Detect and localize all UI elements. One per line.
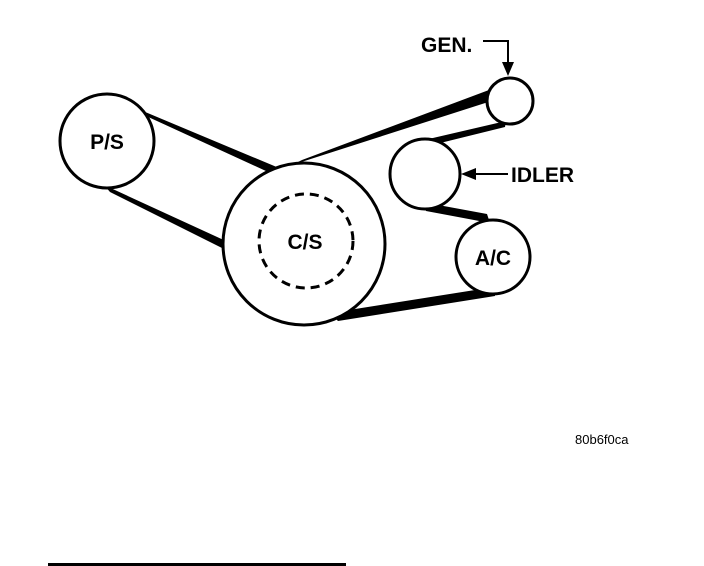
pulley-power-steering: P/S [58, 92, 156, 190]
ac-label: A/C [475, 247, 511, 270]
cs-label: C/S [287, 231, 322, 254]
cutoff-caption-fragment [48, 563, 346, 566]
ac-pulley-circle [454, 218, 532, 296]
gen-label: GEN. [421, 34, 472, 57]
belt-segment-gen-idler [420, 121, 506, 147]
ps-pulley-circle [58, 92, 156, 190]
figure-code: 80b6f0ca [575, 432, 629, 447]
belt-segment-cs-gen [292, 84, 510, 165]
pulley-idler [388, 137, 462, 211]
gen-callout: GEN. [421, 34, 514, 76]
idler-arrowhead-icon [461, 168, 476, 180]
ps-label: P/S [90, 131, 124, 154]
gen-pulley-circle [485, 76, 535, 126]
gen-leader-line [483, 40, 509, 64]
pulley-crankshaft: C/S [221, 161, 387, 327]
belt-segment-ac-cs [330, 287, 495, 321]
pulley-generator [485, 76, 535, 126]
cs-hub-dashed-circle [257, 192, 355, 290]
idler-pulley-circle [388, 137, 462, 211]
cs-pulley-circle [221, 161, 387, 327]
pulley-air-conditioning: A/C [454, 218, 532, 296]
idler-callout: IDLER [461, 164, 574, 187]
idler-label: IDLER [511, 164, 574, 187]
gen-arrowhead-icon [502, 62, 514, 76]
